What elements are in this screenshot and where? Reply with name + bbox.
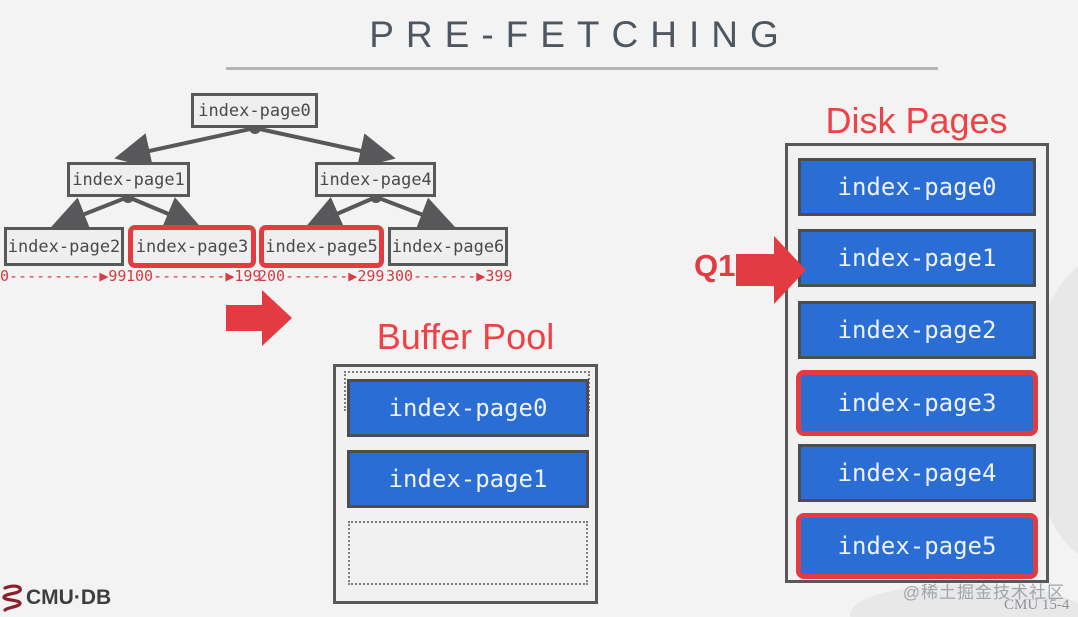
key-range-300-399: 300-------▶399 <box>386 267 513 285</box>
tree-node-label: index-page5 <box>265 236 378 257</box>
tree-leaf-page2: index-page2 <box>4 227 124 266</box>
cmu-db-logo-text: CMU·DB <box>26 586 112 609</box>
disk-page-5-highlighted: index-page5 <box>796 513 1038 579</box>
tree-node-label: index-page4 <box>319 169 432 190</box>
disk-page-3-highlighted: index-page3 <box>796 370 1038 436</box>
query-q1-label: Q1 <box>694 248 736 283</box>
disk-pages-title: Disk Pages <box>825 100 1008 141</box>
buffer-slot-page0: index-page0 <box>347 379 589 437</box>
page-label: index-page5 <box>837 532 997 560</box>
tree-node-label: index-page1 <box>72 169 185 190</box>
title-underline <box>226 67 938 70</box>
page-label: index-page1 <box>837 244 997 272</box>
community-watermark: @稀土掘金技术社区 <box>902 583 1065 602</box>
tree-leaf-page3-highlighted: index-page3 <box>128 225 256 268</box>
disk-page-1: index-page1 <box>798 229 1036 287</box>
page-label: index-page0 <box>388 394 548 422</box>
tree-node-label: index-page2 <box>7 236 121 257</box>
buffer-slot-page1: index-page1 <box>347 450 589 508</box>
fetch-arrow-icon <box>226 290 292 346</box>
tree-leaf-page5-highlighted: index-page5 <box>259 225 384 268</box>
key-range-0-99: 0----------▶99 <box>0 267 127 285</box>
page-label: index-page0 <box>837 173 997 201</box>
page-label: index-page3 <box>837 389 997 417</box>
buffer-pool-title: Buffer Pool <box>376 316 555 357</box>
cmu-db-logo: CMU·DB <box>2 584 111 612</box>
disk-pages-container: index-page0 index-page1 index-page2 inde… <box>785 143 1049 583</box>
page-label: index-page4 <box>837 459 997 487</box>
query-arrow-icon <box>736 236 806 304</box>
page-label: index-page1 <box>388 465 548 493</box>
tree-leaf-page6: index-page6 <box>388 227 508 266</box>
key-range-100-199: 100--------▶199 <box>126 267 262 285</box>
key-range-200-299: 200-------▶299 <box>258 267 385 285</box>
cmu-db-spiral-icon <box>2 584 22 612</box>
tree-node-label: index-page6 <box>391 236 505 257</box>
page-title: PRE-FETCHING <box>369 14 791 55</box>
disk-page-2: index-page2 <box>798 301 1036 359</box>
buffer-pool-container: index-page0 index-page1 <box>333 364 598 604</box>
tree-node-label: index-page0 <box>198 100 311 121</box>
tree-node-label: index-page3 <box>135 236 249 257</box>
buffer-slot-empty <box>348 521 588 585</box>
tree-node-level1-left: index-page1 <box>67 162 190 197</box>
tree-node-root: index-page0 <box>191 93 318 128</box>
course-code: CMU 15-4 <box>1004 597 1070 613</box>
page-label: index-page2 <box>837 316 997 344</box>
disk-page-0: index-page0 <box>798 158 1036 216</box>
disk-page-4: index-page4 <box>798 444 1036 502</box>
tree-node-level1-right: index-page4 <box>315 162 436 197</box>
